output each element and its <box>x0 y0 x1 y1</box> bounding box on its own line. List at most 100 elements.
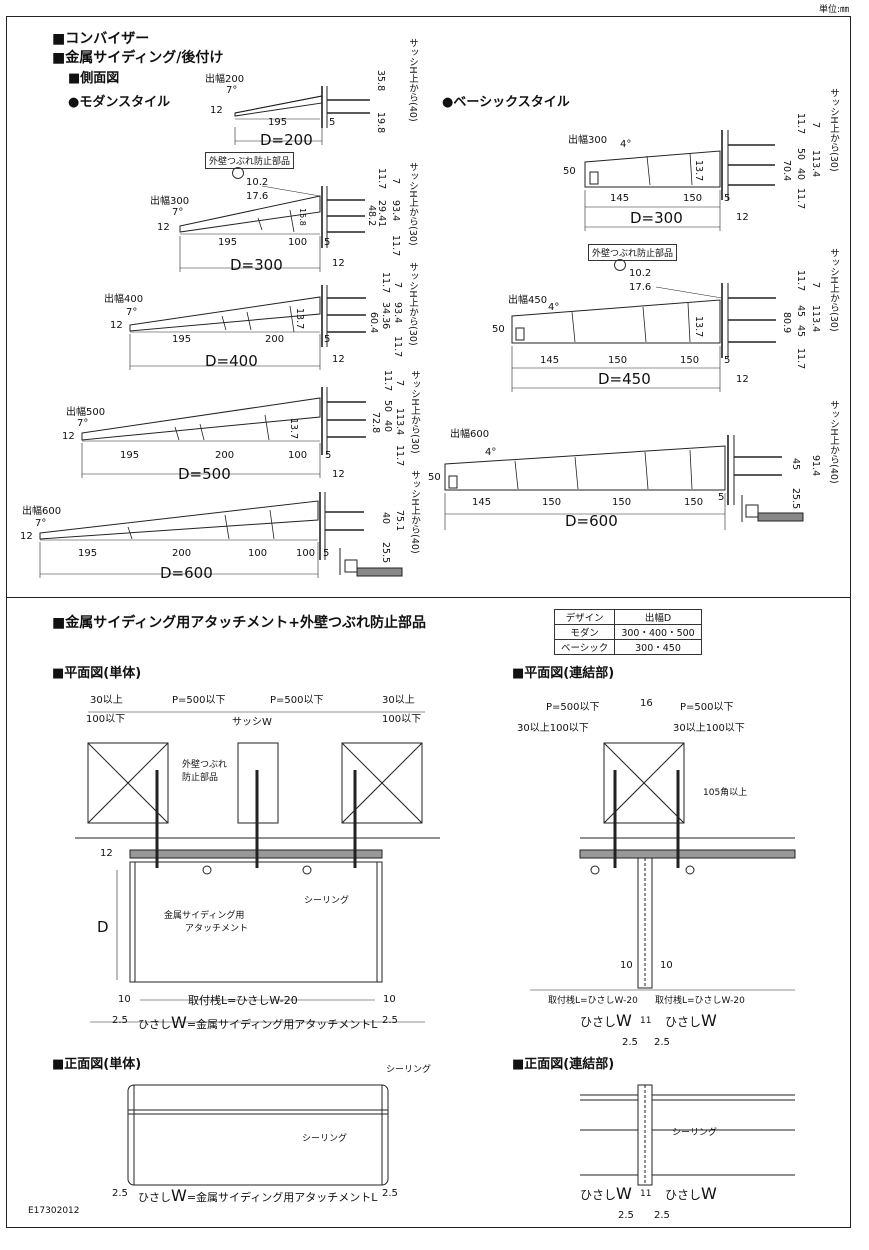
ps-p2: P=500以下 <box>270 695 324 706</box>
modern-d300-v2941: 29.41 <box>376 200 387 228</box>
callout2-v176: 17.6 <box>629 282 652 293</box>
basic-d300-v137: 13.7 <box>693 160 704 182</box>
fs-total-pre: ひさし <box>138 1191 171 1204</box>
spec-header-width: 出幅D <box>614 609 702 625</box>
heading-plan-single: ■平面図(単体) <box>52 666 142 681</box>
ps-right-top: 30以上 <box>382 695 415 706</box>
modern-d600-w100b: 100 <box>296 548 316 559</box>
ps-d: D <box>97 918 109 936</box>
ps-wall-part-2: 防止部品 <box>182 773 219 783</box>
pj-gap: 16 <box>640 698 653 709</box>
basic-d600-w150a: 150 <box>542 497 562 508</box>
modern-d300-v117b: 11.7 <box>390 235 401 257</box>
modern-d400-sash: サッシH上から(30) <box>407 262 418 346</box>
modern-d500-w200: 200 <box>215 450 235 461</box>
basic-d300-w145: 145 <box>610 193 630 204</box>
modern-d500-w12: 12 <box>332 469 345 480</box>
modern-d500-v117a: 11.7 <box>382 370 393 392</box>
basic-d300-title: 出幅300 <box>568 135 608 146</box>
fj-w-right: W <box>701 1184 717 1203</box>
ps-right-bot: 100以下 <box>382 714 422 725</box>
basic-d300-v40: 40 <box>795 168 806 181</box>
modern-d500-sash: サッシH上から(30) <box>409 370 420 454</box>
modern-d300-v158: 15.8 <box>298 208 307 226</box>
ps-w10b: 10 <box>383 994 396 1005</box>
spec-cell: モダン <box>553 624 616 640</box>
basic-d300-h: 50 <box>563 166 576 177</box>
pj-hisashi-right: ひさし <box>665 1015 702 1029</box>
basic-d450-title: 出幅450 <box>508 295 548 306</box>
basic-d300-v704: 70.4 <box>781 160 792 182</box>
modern-d500-profile <box>81 387 366 478</box>
modern-d500-w100: 100 <box>288 450 308 461</box>
basic-d300-w12: 12 <box>736 212 749 223</box>
basic-d450-v7: 7 <box>810 282 821 289</box>
ps-rail: 取付桟L=ひさしW-20 <box>188 994 298 1007</box>
modern-d200-v358: 35.8 <box>375 70 386 92</box>
basic-d300-v117a: 11.7 <box>795 113 806 135</box>
modern-d600-v751: 75.1 <box>394 510 405 532</box>
basic-d600-d: D=600 <box>565 512 618 530</box>
basic-d300-profile <box>584 130 775 231</box>
basic-d600-v255: 25.5 <box>790 488 801 510</box>
spec-cell: ベーシック <box>553 639 616 655</box>
basic-d450-w5: 5 <box>724 355 731 366</box>
modern-d200-w195: 195 <box>268 117 288 128</box>
plan-single-drawing <box>75 711 440 1023</box>
basic-d300-w150: 150 <box>683 193 703 204</box>
ps-total: ひさしW=金属サイディング用アタッチメントL <box>138 1013 377 1032</box>
modern-d500-v117b: 11.7 <box>394 445 405 467</box>
modern-d300-sash: サッシH上から(30) <box>407 162 418 246</box>
modern-d600-w100a: 100 <box>248 548 268 559</box>
basic-d450-w12: 12 <box>736 374 749 385</box>
modern-d200-title: 出幅200 <box>205 74 245 85</box>
modern-d400-v117a: 11.7 <box>380 272 391 294</box>
ps-total-w: W <box>171 1013 187 1032</box>
basic-d450-v809: 80.9 <box>781 312 792 334</box>
callout-screw-icon <box>232 167 244 179</box>
basic-d450-v137: 13.7 <box>693 316 704 338</box>
modern-d400-v934: 93.4 <box>392 302 403 324</box>
fs-total-post: =金属サイディング用アタッチメントL <box>186 1191 378 1204</box>
modern-d600-w5: 5 <box>323 548 330 559</box>
ps-total-pre: ひさし <box>138 1018 171 1031</box>
basic-d600-sash: サッシH上から(40) <box>828 400 839 484</box>
callout2-title: 外壁つぶれ防止部品 <box>588 244 678 261</box>
basic-d450-v45b: 45 <box>795 325 806 338</box>
modern-d400-title: 出幅400 <box>104 294 144 305</box>
modern-d300-angle: 7° <box>172 207 184 218</box>
modern-d500-angle: 7° <box>77 418 89 429</box>
modern-d300-w100: 100 <box>288 237 308 248</box>
basic-d450-v117a: 11.7 <box>795 270 806 292</box>
modern-d300-title: 出幅300 <box>150 196 190 207</box>
fs-w25a: 2.5 <box>112 1188 128 1199</box>
pj-p2: P=500以下 <box>680 702 734 713</box>
ps-w25b: 2.5 <box>382 1015 398 1026</box>
modern-d400-v137: 13.7 <box>294 308 305 330</box>
basic-d450-w145: 145 <box>540 355 560 366</box>
modern-d300-w12: 12 <box>332 258 345 269</box>
pj-rail-right: 取付桟L=ひさしW-20 <box>655 996 745 1006</box>
basic-d600-h: 50 <box>428 472 441 483</box>
ps-p1: P=500以下 <box>172 695 226 706</box>
front-single-drawing <box>127 1084 389 1186</box>
ps-sealing: シーリング <box>304 896 350 906</box>
basic-d300-sash: サッシH上から(30) <box>828 88 839 172</box>
fj-w25b: 2.5 <box>654 1210 670 1221</box>
fj-hisashi-left-wrap: ひさしW <box>580 1184 632 1203</box>
basic-d450-profile <box>511 283 776 392</box>
modern-d500-w195: 195 <box>120 450 140 461</box>
modern-d400-w12: 12 <box>332 354 345 365</box>
modern-d600-angle: 7° <box>35 518 47 529</box>
modern-d200-profile <box>234 86 370 145</box>
basic-d600-angle: 4° <box>485 447 497 458</box>
unit-label: 単位:㎜ <box>818 5 849 15</box>
modern-d200-sash: サッシH上から(40) <box>407 38 418 122</box>
pj-w10a: 10 <box>620 960 633 971</box>
basic-d450-d: D=450 <box>598 370 651 388</box>
callout-title: 外壁つぶれ防止部品 <box>205 152 295 169</box>
heading-basic: ●ベーシックスタイル <box>442 95 570 110</box>
ps-wall-part-1: 外壁つぶれ <box>182 760 228 770</box>
heading-product: ■コンバイザー <box>52 31 150 47</box>
